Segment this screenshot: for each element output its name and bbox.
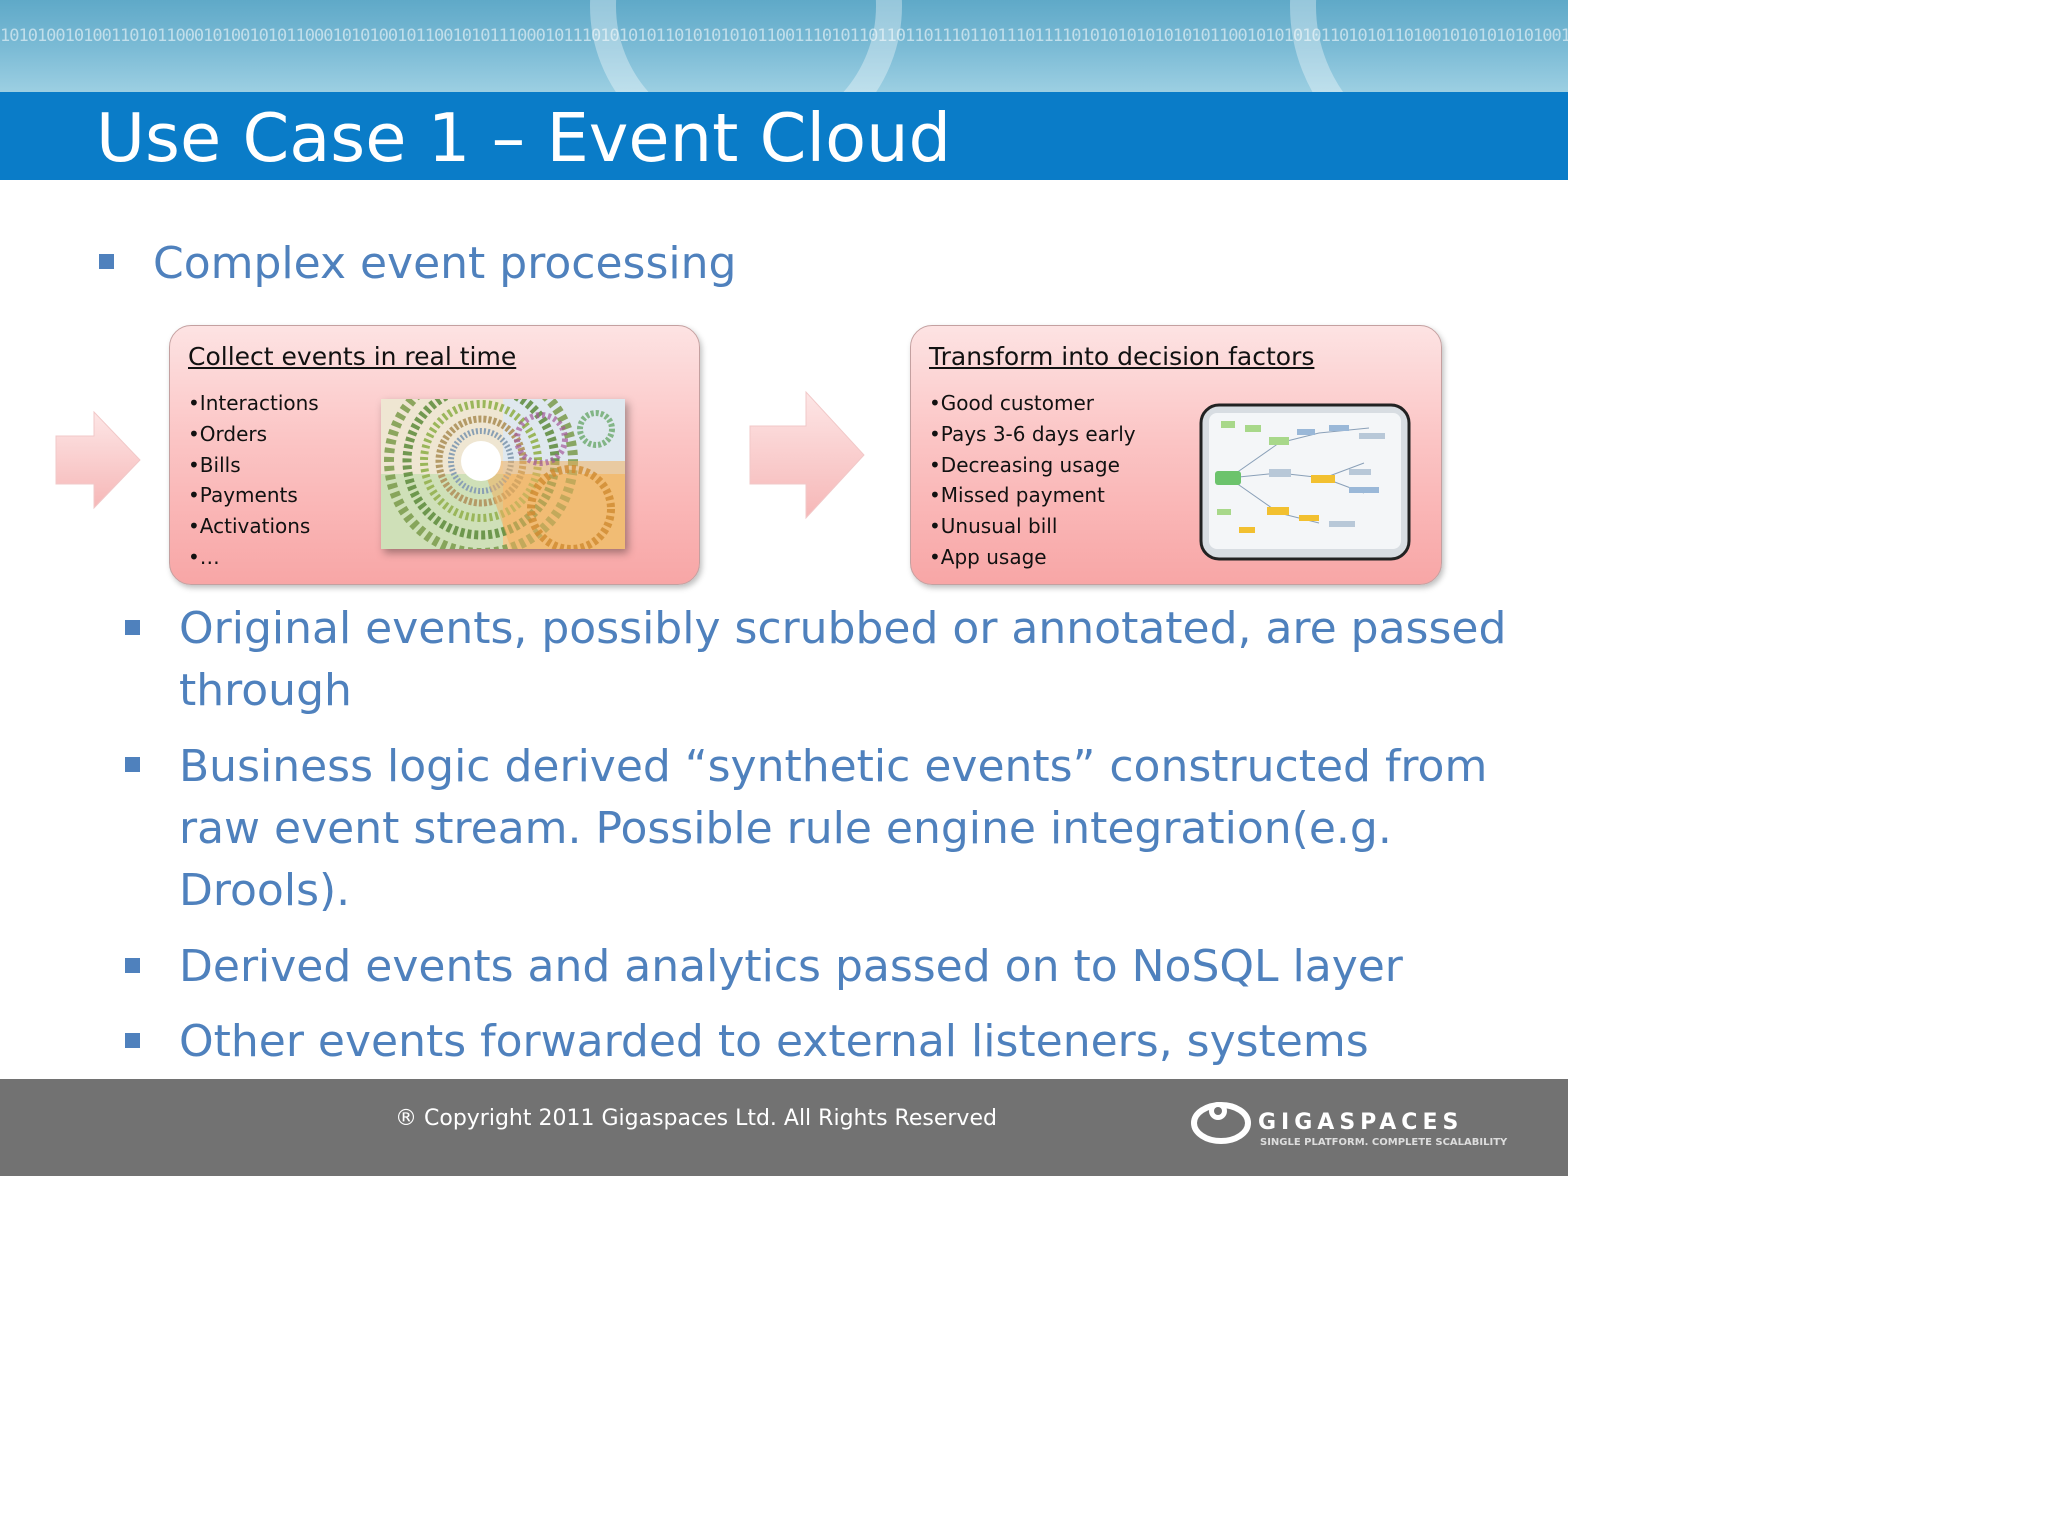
title-bar [0,92,1568,180]
bullet-marker [125,1033,140,1048]
gigaspaces-logo-icon [1191,1102,1251,1144]
collect-events-box: Collect events in real time •Interaction… [169,325,700,585]
bullet-text: Original events, possibly scrubbed or an… [179,603,1507,654]
copyright-text: ® Copyright 2011 Gigaspaces Ltd. All Rig… [395,1106,997,1131]
bullet-marker [125,958,140,973]
list-item: •Good customer [929,391,1094,415]
logo-tagline: SINGLE PLATFORM. COMPLETE SCALABILITY [1260,1137,1508,1148]
bullet-text: raw event stream. Possible rule engine i… [179,803,1392,854]
footer [0,1079,1568,1176]
transform-factors-title: Transform into decision factors [929,342,1315,371]
transform-factors-box: Transform into decision factors •Good cu… [910,325,1442,585]
transform-factors-list: •Good customer •Pays 3-6 days early •Dec… [929,388,1136,573]
bullet-text: Derived events and analytics passed on t… [179,941,1403,992]
list-item: •Unusual bill [929,514,1058,539]
bullet-text: Business logic derived “synthetic events… [179,741,1488,792]
collect-events-title: Collect events in real time [188,342,517,371]
list-item: •Bills [188,452,241,477]
decor-ring [1290,0,1568,92]
list-item: •… [188,544,220,569]
list-item: •Orders [188,421,268,446]
bullet-text: Drools). [179,865,351,916]
list-item: •Activations [188,514,311,539]
bullet-marker [125,620,140,635]
binary-pattern: 1010100101001101011000101001010110001010… [0,26,1568,46]
list-item: •Interactions [188,391,319,415]
slide-title: Use Case 1 – Event Cloud [96,99,952,177]
arrow-right-icon [749,390,865,520]
list-item: •App usage [929,544,1047,569]
decor-ring [590,0,902,92]
event-spiral-image [381,399,625,549]
logo-wordmark: GIGASPACES [1258,1110,1464,1135]
list-item: •Decreasing usage [929,452,1120,477]
collect-events-list: •Interactions •Orders •Bills •Payments •… [188,388,319,573]
list-item: •Pays 3-6 days early [929,421,1136,446]
bullet-text: Other events forwarded to external liste… [179,1016,1369,1067]
bullet-text: through [179,665,352,716]
list-item: •Missed payment [929,483,1105,508]
main-bullet: Complex event processing [153,238,737,289]
list-item: •Payments [188,483,298,508]
header-decoration: 1010100101001101011000101001010110001010… [0,0,1568,92]
decision-diagram-image [1199,403,1411,561]
bullet-marker [99,254,114,269]
bullet-marker [125,757,140,772]
arrow-right-icon [55,410,141,510]
